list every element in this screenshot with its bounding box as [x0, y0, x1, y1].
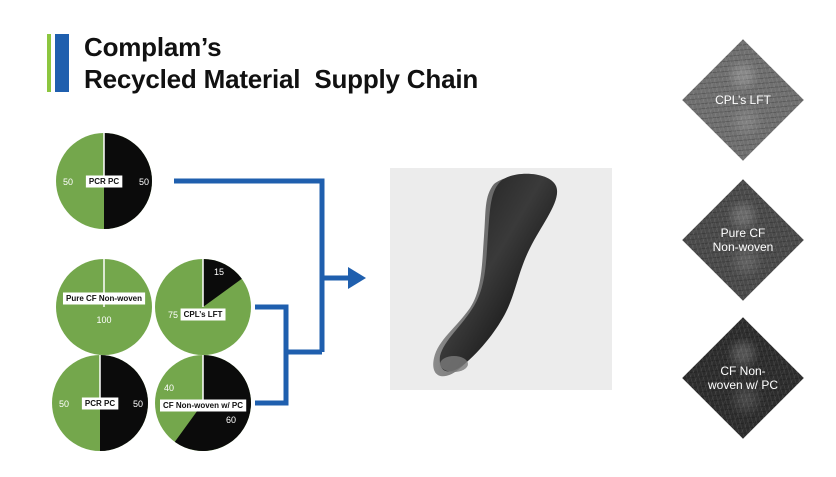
- pie-name-box: [180, 308, 226, 321]
- pie-name-box: [85, 175, 123, 188]
- material-sample-cpl-lft-sample: CPL’s LFT: [682, 39, 804, 161]
- pie-value-label: 50: [63, 177, 73, 187]
- pie-name-label: PCR PC: [89, 177, 119, 186]
- pie-name-box: [160, 399, 247, 412]
- material-sample-label: CF Non- woven w/ PC: [707, 364, 779, 392]
- pie-value-label: 50: [59, 399, 69, 409]
- pie-pcr-pc-top: 50 50 PCR PC: [56, 133, 152, 229]
- material-sample-pure-cf-sample: Pure CF Non-woven: [682, 179, 804, 301]
- pie-value-label: 100: [96, 315, 111, 325]
- material-sample-cf-pc-sample: CF Non- woven w/ PC: [682, 317, 804, 439]
- pie-value-label: 75: [168, 310, 178, 320]
- pie-name-label: Pure CF Non-woven: [66, 294, 142, 303]
- molded-part-icon: [433, 173, 558, 377]
- title-line-2: Recycled Material Supply Chain: [84, 64, 479, 94]
- pie-name-box: [62, 292, 146, 305]
- pie-name-box: [81, 397, 119, 410]
- material-sample-label: CPL’s LFT: [715, 93, 771, 107]
- material-sample-label: Pure CF Non-woven: [712, 226, 774, 254]
- pie-slice-black: [203, 259, 242, 307]
- pie-name-label: CF Non-woven w/ PC: [163, 401, 243, 410]
- pie-value-label: 60: [226, 415, 236, 425]
- pie-value-label: 40: [164, 383, 174, 393]
- flow-arrow-head: [348, 267, 366, 289]
- pie-slice-black: [100, 355, 148, 451]
- pie-pcr-pc-bottom: 50 50 PCR PC: [52, 355, 148, 451]
- title-line-1: Complam’s: [84, 32, 222, 62]
- pie-cf-nonwoven-pc: 40 60 CF Non-woven w/ PC: [155, 355, 251, 451]
- connector-cpl-lft: [255, 304, 289, 352]
- pie-value-label: 50: [133, 399, 143, 409]
- pie-slice-black: [104, 133, 152, 229]
- pie-name-label: PCR PC: [85, 399, 115, 408]
- pie-value-label: 50: [139, 177, 149, 187]
- connector-top: [174, 178, 325, 352]
- title-accent-blue: [55, 34, 69, 92]
- pie-pure-cf-nonwoven: 100 Pure CF Non-woven: [56, 259, 152, 355]
- flow-connectors: [174, 178, 348, 406]
- connector-cf-pc: [255, 352, 289, 406]
- product-panel: [390, 168, 612, 390]
- title-accent-green: [47, 34, 51, 92]
- pie-name-label: CPL’s LFT: [184, 310, 223, 319]
- pie-value-label: 15: [214, 267, 224, 277]
